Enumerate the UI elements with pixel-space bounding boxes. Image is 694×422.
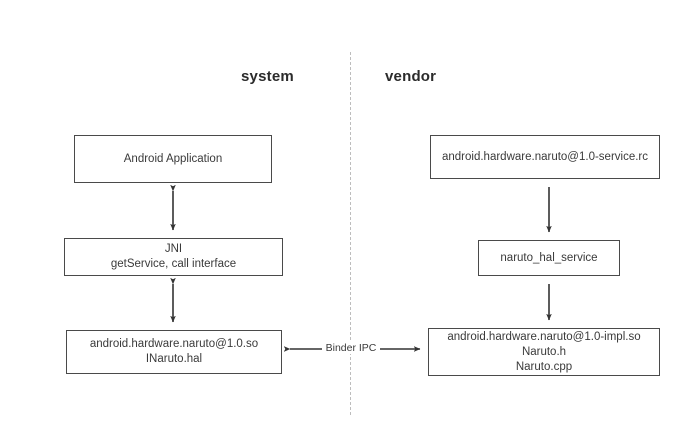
node-service-rc: android.hardware.naruto@1.0-service.rc <box>430 135 660 179</box>
column-heading-vendor: vendor <box>385 68 437 85</box>
node-line: getService, call interface <box>110 258 237 270</box>
node-line: android.hardware.naruto@1.0-service.rc <box>442 150 648 163</box>
node-line: Naruto.cpp <box>515 360 573 373</box>
node-line: Android Application <box>123 152 223 165</box>
node-line: INaruto.hal <box>145 353 203 365</box>
node-line: android.hardware.naruto@1.0.so <box>89 338 259 350</box>
column-heading-system: system <box>241 68 294 85</box>
node-line: android.hardware.naruto@1.0-impl.so <box>447 330 641 343</box>
system-vendor-divider <box>350 52 351 415</box>
node-hal-service: naruto_hal_service <box>478 240 620 276</box>
node-jni: JNI getService, call interface <box>64 238 283 276</box>
node-hal-interface: android.hardware.naruto@1.0.so INaruto.h… <box>66 330 282 374</box>
node-android-application: Android Application <box>74 135 272 183</box>
node-impl: android.hardware.naruto@1.0-impl.so Naru… <box>428 328 660 376</box>
node-line: JNI <box>164 243 183 255</box>
binder-ipc-label: Binder IPC <box>322 342 380 354</box>
node-line: naruto_hal_service <box>500 251 598 264</box>
node-line: Naruto.h <box>521 345 567 358</box>
